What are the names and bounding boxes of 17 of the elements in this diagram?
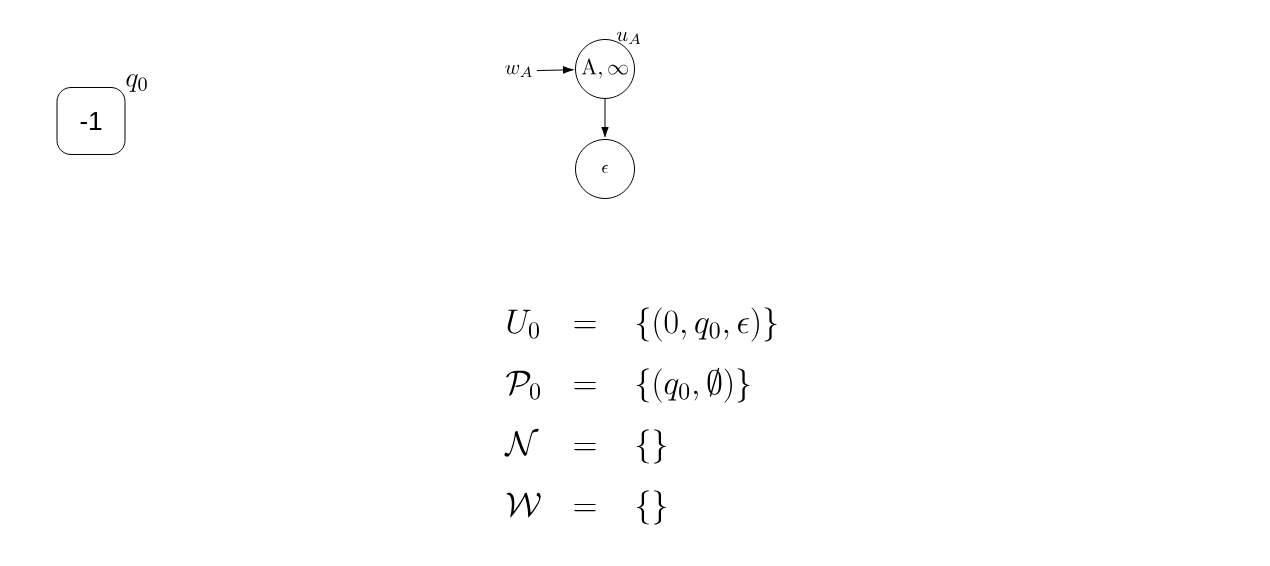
equation-term: $\mathcal{P}_0$ bbox=[506, 370, 540, 400]
equation-term: $U_0$ bbox=[507, 309, 539, 339]
arrow bbox=[536, 66, 574, 74]
set-expression: $\{\}$ bbox=[636, 429, 666, 464]
equation-term: $\mathcal{N}$ bbox=[504, 428, 539, 457]
set-expression: $\{\}$ bbox=[636, 490, 666, 525]
equals-sign: $=$ bbox=[574, 503, 596, 512]
set-expression: $\{(0, q_0, \epsilon)\}$ bbox=[636, 307, 777, 342]
set-expression: $\{(q_0, \emptyset)\}$ bbox=[636, 367, 750, 403]
equals-sign: $=$ bbox=[574, 442, 596, 451]
input-label: $w_A$ bbox=[505, 64, 532, 78]
equation-term: $\mathcal{W}$ bbox=[506, 492, 541, 518]
equals-sign: $=$ bbox=[574, 381, 596, 390]
arrow bbox=[601, 98, 609, 138]
state-label: $q_0$ bbox=[126, 73, 147, 92]
rounded-box: -1 bbox=[56, 87, 126, 155]
equals-sign: $=$ bbox=[574, 320, 596, 329]
